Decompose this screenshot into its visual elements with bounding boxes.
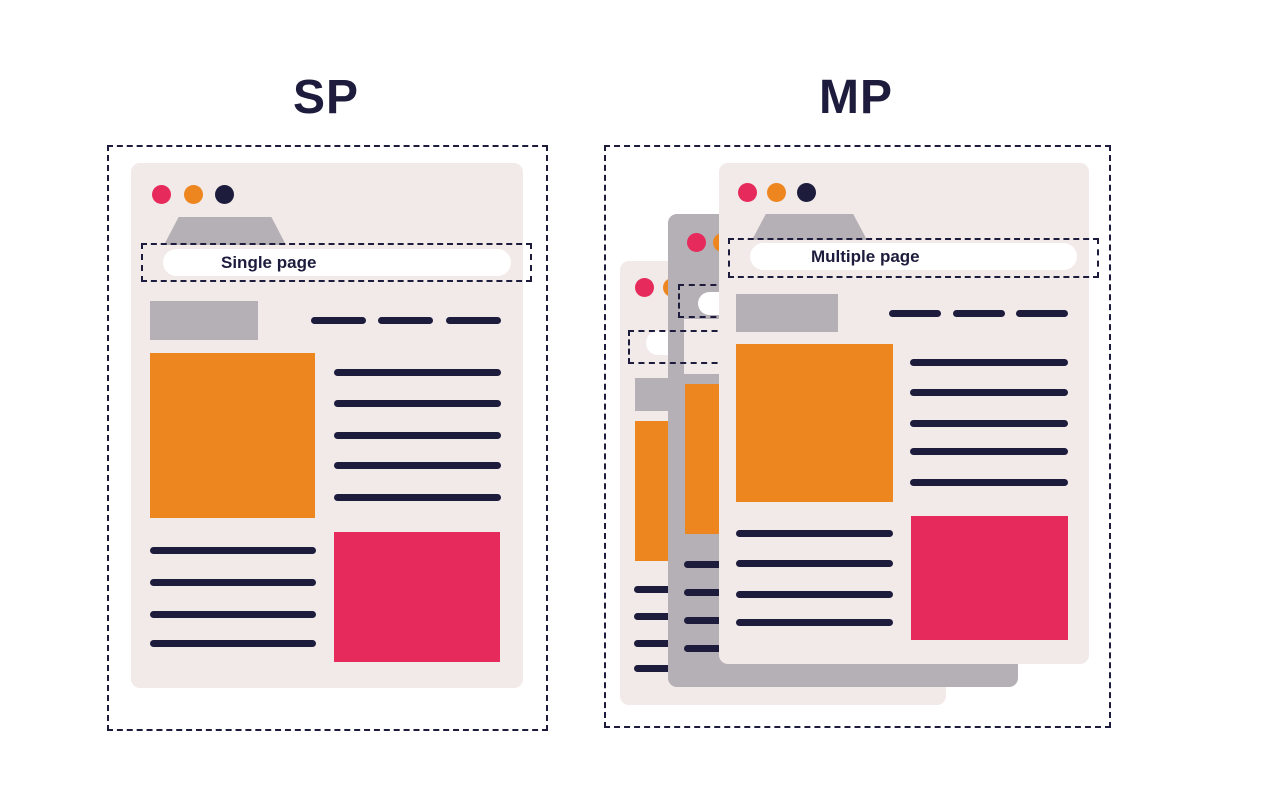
text-line [334, 369, 501, 376]
image-placeholder [150, 353, 315, 518]
text-line [334, 432, 501, 439]
text-line [736, 530, 893, 537]
text-line [684, 561, 744, 568]
mp-url-highlight [728, 238, 1099, 278]
nav-item [311, 317, 366, 324]
text-line [150, 640, 316, 647]
image-placeholder [334, 532, 500, 662]
maximize-dot-icon [797, 183, 816, 202]
logo-placeholder [150, 301, 258, 340]
mp-browser-window-front: Multiple page [719, 163, 1089, 664]
text-line [334, 494, 501, 501]
sp-url-highlight [141, 243, 532, 282]
browser-tab [164, 217, 286, 245]
nav-item [889, 310, 941, 317]
minimize-dot-icon [767, 183, 786, 202]
text-line [334, 400, 501, 407]
text-line [910, 389, 1068, 396]
logo-placeholder [736, 294, 838, 332]
text-line [150, 611, 316, 618]
text-line [150, 579, 316, 586]
text-line [910, 420, 1068, 427]
text-line [736, 619, 893, 626]
text-line [684, 645, 744, 652]
image-placeholder [911, 516, 1068, 640]
text-line [910, 448, 1068, 455]
sp-url-label: Single page [221, 253, 317, 272]
sp-scope-frame [107, 145, 548, 731]
maximize-dot-icon [215, 185, 234, 204]
close-dot-icon [635, 278, 654, 297]
mp-url-bar: Multiple page [750, 243, 1077, 270]
text-line [736, 591, 893, 598]
browser-tab [752, 214, 867, 240]
mp-heading: MP [819, 71, 893, 124]
text-line [150, 547, 316, 554]
nav-item [1016, 310, 1068, 317]
sp-heading: SP [292, 71, 360, 124]
sp-url-bar: Single page [163, 249, 511, 276]
text-line [910, 359, 1068, 366]
mp-url-highlight-back [628, 330, 728, 364]
mp-url-label: Multiple page [811, 247, 920, 266]
nav-item [953, 310, 1005, 317]
minimize-dot-icon [184, 185, 203, 204]
close-dot-icon [152, 185, 171, 204]
nav-item [446, 317, 501, 324]
sp-browser-window: Single page [131, 163, 523, 688]
text-line [910, 479, 1068, 486]
image-placeholder [736, 344, 893, 502]
text-line [684, 617, 744, 624]
text-line [684, 589, 744, 596]
text-line [334, 462, 501, 469]
close-dot-icon [738, 183, 757, 202]
close-dot-icon [687, 233, 706, 252]
nav-item [378, 317, 433, 324]
mp-scope-frame [604, 145, 1111, 728]
text-line [736, 560, 893, 567]
